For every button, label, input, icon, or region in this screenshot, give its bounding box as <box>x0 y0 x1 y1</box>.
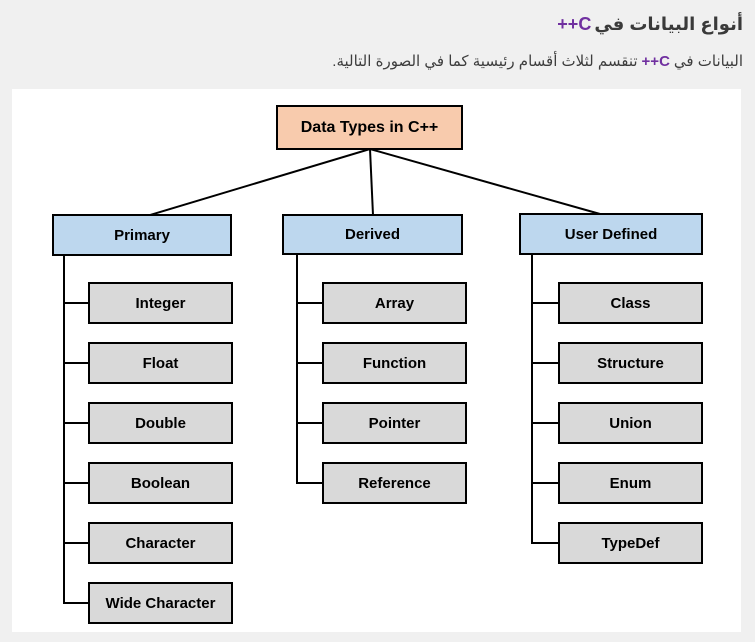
data-types-diagram: Data Types in C++ Primary Derived User D… <box>12 89 741 633</box>
subtitle-after: تنقسم لثلاث أقسام رئيسية كما في الصورة ا… <box>332 53 638 71</box>
page-title-text: أنواع البيانات في <box>594 14 743 34</box>
node-array: Array <box>322 282 467 325</box>
node-root-data-types: Data Types in C++ <box>276 105 463 151</box>
node-derived: Derived <box>282 214 463 256</box>
subtitle-before: البيانات في <box>673 53 743 71</box>
node-character: Character <box>88 522 233 565</box>
node-double: Double <box>88 402 233 445</box>
node-float: Float <box>88 342 233 385</box>
node-reference: Reference <box>322 462 467 505</box>
node-primary: Primary <box>52 214 232 257</box>
node-boolean: Boolean <box>88 462 233 505</box>
tree-connector-lines <box>63 148 602 605</box>
page-header: أنواع البيانات فيC++ البيانات فيC++تنقسم… <box>0 0 755 72</box>
node-structure: Structure <box>558 342 703 385</box>
node-class: Class <box>558 282 703 325</box>
node-user-defined: User Defined <box>519 213 703 256</box>
node-union: Union <box>558 402 703 445</box>
node-integer: Integer <box>88 282 233 325</box>
page-title-cpp: C++ <box>557 14 592 34</box>
node-wide-character: Wide Character <box>88 582 233 625</box>
node-typedef: TypeDef <box>558 522 703 565</box>
page-subtitle: البيانات فيC++تنقسم لثلاث أقسام رئيسية ك… <box>12 51 743 72</box>
page-title: أنواع البيانات فيC++ <box>12 13 743 36</box>
node-pointer: Pointer <box>322 402 467 445</box>
node-function: Function <box>322 342 467 385</box>
subtitle-cpp: C++ <box>641 53 670 71</box>
node-enum: Enum <box>558 462 703 505</box>
